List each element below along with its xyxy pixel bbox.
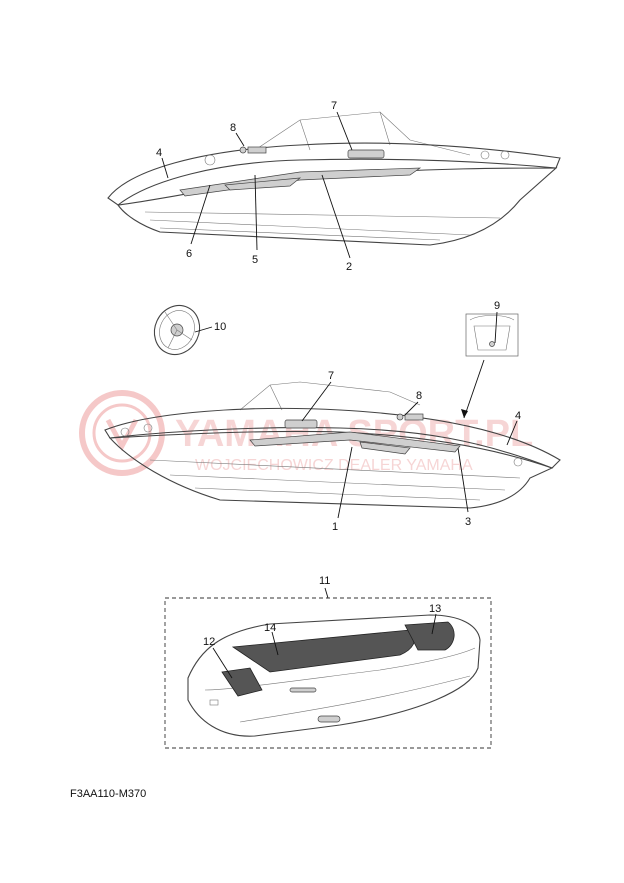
callout-7-lower: 7 <box>328 370 334 382</box>
callout-2: 2 <box>346 261 352 273</box>
boat-side-view-upper <box>107 111 561 246</box>
callout-13: 13 <box>429 603 441 615</box>
callout-11: 11 <box>319 575 330 587</box>
part-code-label: F3AA110-M370 <box>70 788 147 800</box>
boat-side-view-lower <box>104 381 561 509</box>
callout-4-upper: 4 <box>156 147 162 159</box>
callout-8-upper: 8 <box>230 122 236 134</box>
callout-7-upper: 7 <box>331 100 337 112</box>
watermark-subtitle: WOJCIECHOWICZ DEALER YAMAHA <box>195 457 473 474</box>
callout-8-lower: 8 <box>416 390 422 402</box>
callout-1: 1 <box>332 521 338 533</box>
steering-wheel <box>153 304 201 356</box>
callout-9: 9 <box>494 300 500 312</box>
mat-kit-box <box>164 597 492 749</box>
callout-3: 3 <box>465 516 471 528</box>
callout-6: 6 <box>186 248 192 260</box>
callout-5: 5 <box>252 254 258 266</box>
detail-inset-9 <box>465 313 519 357</box>
callout-12: 12 <box>203 636 215 648</box>
callout-10: 10 <box>214 321 226 333</box>
callout-14: 14 <box>264 622 276 634</box>
callout-4-lower: 4 <box>515 410 521 422</box>
swim-platform <box>187 614 481 737</box>
